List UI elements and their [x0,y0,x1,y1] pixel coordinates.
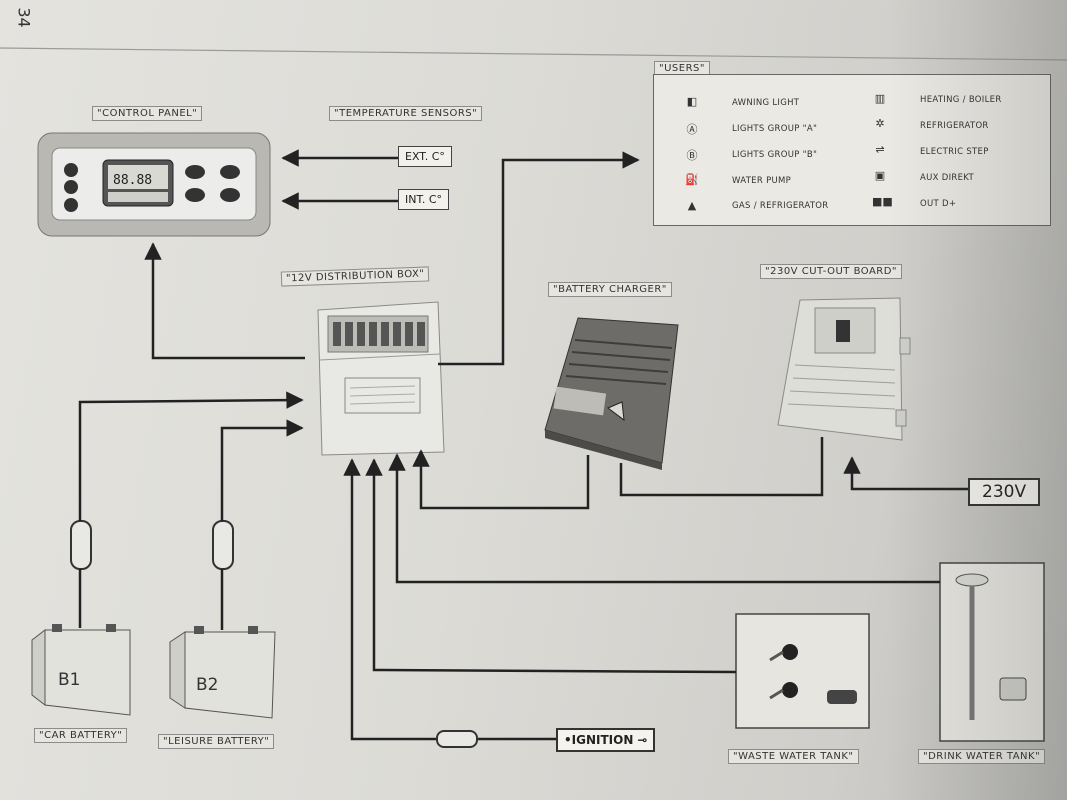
power-input-230v: 230V [968,478,1041,506]
temperature-sensors-label: "TEMPERATURE SENSORS" [329,106,483,121]
ext-temp-sensor: EXT. C° [398,146,452,167]
cutout-board-label: "230V CUT-OUT BOARD" [760,264,903,279]
aux-icon: ▣ [874,169,886,182]
drink-water-tank-label: "DRINK WATER TANK" [918,749,1046,764]
group-a-icon: Ⓐ [686,123,698,136]
battery-b1-label: B1 [58,670,80,690]
user-item-label: LIGHTS GROUP "B" [732,150,818,160]
car-battery-device [31,624,131,716]
outlet-icon: ■■ [872,195,893,208]
wiring [78,149,968,741]
leisure-battery-device [169,626,276,719]
user-item-label: ELECTRIC STEP [920,147,989,157]
step-icon: ⇌ [875,143,885,156]
key-icon: ⊸ [637,733,648,747]
pump-icon: ⛽ [685,173,699,186]
battery-b2-label: B2 [196,675,218,695]
leisure-battery-label: "LEISURE BATTERY" [158,734,275,749]
distribution-box-device [317,301,445,456]
snowflake-icon: ✲ [875,117,885,130]
page-number: 34 [14,7,34,28]
control-panel-device [37,132,271,237]
ignition-label: •IGNITION [564,733,634,747]
user-item-label: HEATING / BOILER [920,95,1002,105]
fuse-icon [212,520,234,570]
user-item-label: GAS / REFRIGERATOR [732,201,829,211]
ignition-box: •IGNITION ⊸ [556,728,656,752]
user-item-label: REFRIGERATOR [920,121,989,131]
sheet-edge [0,47,1067,61]
cutout-board-device [777,297,911,441]
user-item-label: WATER PUMP [732,176,792,186]
waste-water-tank-label: "WASTE WATER TANK" [728,749,859,764]
light-icon: ◧ [686,95,698,108]
control-panel-label: "CONTROL PANEL" [92,106,203,121]
fuse-icon [70,520,92,570]
user-item-label: AUX DIREKT [920,173,974,183]
drink-water-tank-panel [939,562,1045,742]
battery-charger-device [544,317,679,470]
ignition-fuse-icon [436,730,478,748]
user-item-label: OUT D+ [920,199,957,209]
int-temp-sensor: INT. C° [398,189,450,210]
user-item-label: LIGHTS GROUP "A" [732,124,818,134]
group-b-icon: Ⓑ [686,149,698,162]
tank-sensor-icon [827,690,857,704]
user-item-label: AWNING LIGHT [732,98,800,108]
gas-icon: ▲ [687,199,697,212]
car-battery-label: "CAR BATTERY" [34,728,128,743]
users-panel: ◧ AWNING LIGHT Ⓐ LIGHTS GROUP "A" Ⓑ LIGH… [653,74,1051,226]
waste-water-tank-panel [735,613,870,729]
heater-icon: ▥ [874,92,886,105]
display-readout: 88.88 [113,173,152,188]
battery-charger-label: "BATTERY CHARGER" [548,282,672,297]
